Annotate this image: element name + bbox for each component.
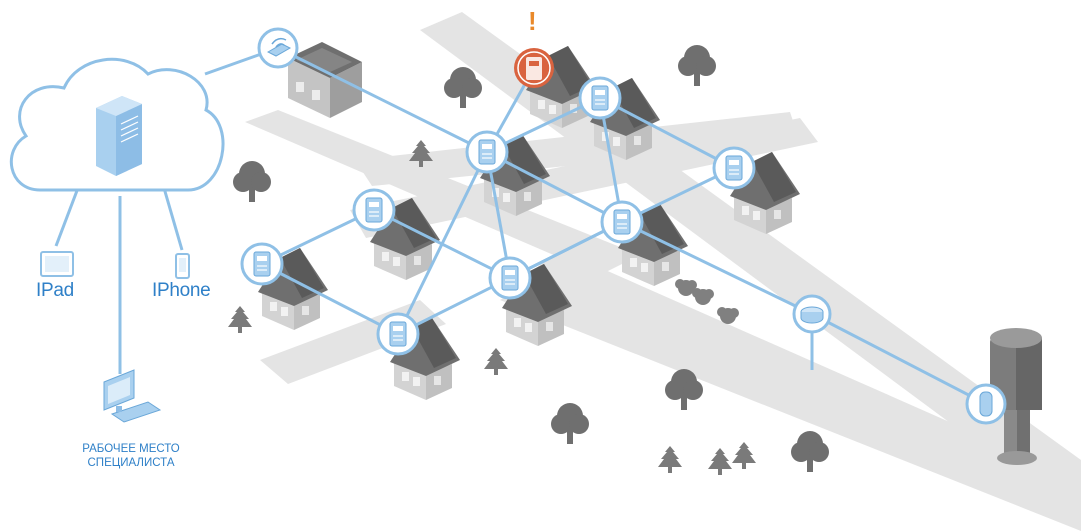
roads — [245, 12, 1081, 531]
ipad-label: IPad — [36, 280, 74, 301]
electricity-meter-icon — [465, 130, 509, 174]
workplace-label-line2: СПЕЦИАЛИСТА — [87, 457, 175, 469]
electricity-meter-icon — [600, 200, 644, 244]
server-icon — [96, 96, 142, 176]
electricity-meter-icon — [352, 188, 396, 232]
electricity-meter-icon — [488, 256, 532, 300]
router-icon — [257, 27, 299, 69]
workplace-label-line1: РАБОЧЕЕ МЕСТО — [82, 443, 180, 455]
iphone-icon — [175, 253, 190, 279]
iphone-label: IPhone — [152, 280, 211, 301]
alert-mark: ! — [528, 6, 537, 36]
desktop-computer-icon — [103, 369, 162, 423]
workplace-label: РАБОЧЕЕ МЕСТО СПЕЦИАЛИСТА — [56, 442, 206, 470]
electricity-meter-icon — [578, 76, 622, 120]
electricity-meter-icon — [240, 242, 284, 286]
water-tower-icon — [990, 328, 1042, 465]
electricity-meter-icon — [712, 146, 756, 190]
water-meter-icon — [965, 383, 1007, 425]
office-building-icon — [288, 42, 362, 118]
electricity-meter-icon — [376, 312, 420, 356]
gas-meter-icon — [792, 294, 832, 334]
alert-meter-icon — [514, 48, 554, 88]
ipad-icon — [40, 251, 74, 277]
